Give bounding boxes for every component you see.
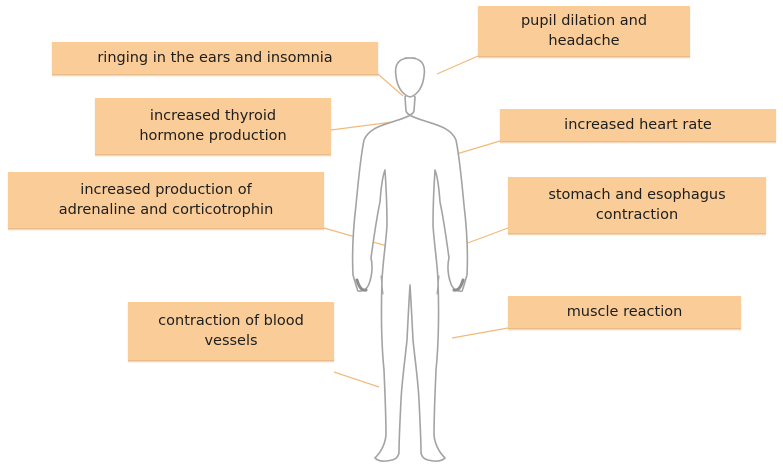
leader-vessels: [334, 372, 379, 387]
label-heart-rate: increased heart rate: [500, 109, 776, 141]
leader-muscle: [452, 328, 508, 338]
label-stomach-esophagus: stomach and esophagus contraction: [508, 177, 766, 233]
label-adrenaline: increased production of adrenaline and c…: [8, 172, 324, 228]
leader-pupil: [437, 56, 478, 74]
human-body-silhouette-icon: [353, 58, 468, 461]
label-pupil-dilation: pupil dilation and headache: [478, 6, 690, 56]
label-thyroid-hormone: increased thyroid hormone production: [95, 98, 331, 154]
label-muscle-reaction: muscle reaction: [508, 296, 741, 328]
label-ringing-ears-insomnia: ringing in the ears and insomnia: [52, 42, 378, 74]
label-blood-vessels: contraction of blood vessels: [128, 302, 334, 360]
